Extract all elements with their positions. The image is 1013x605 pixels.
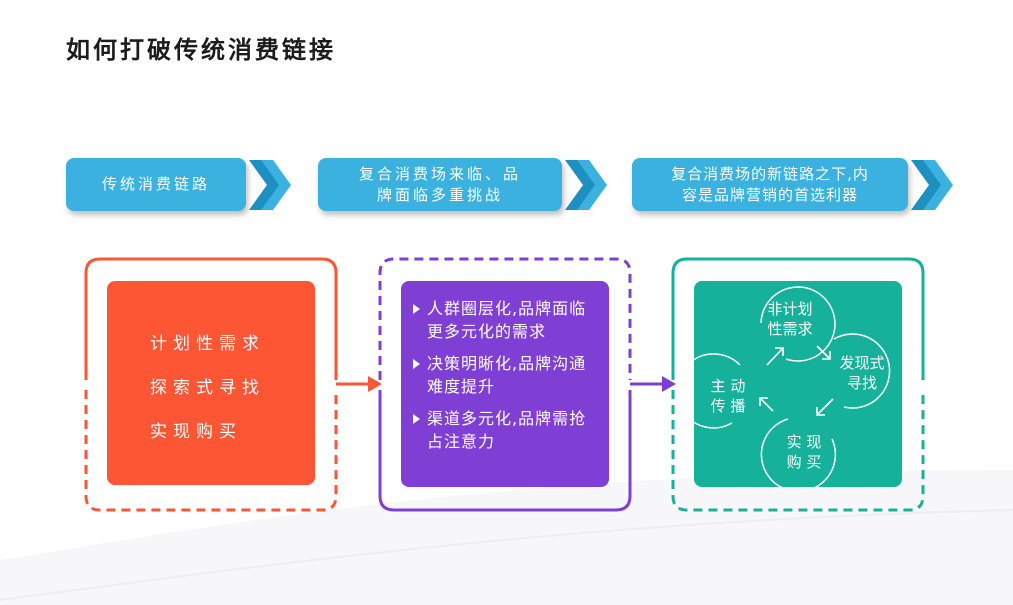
chain-step: 探索式寻找 <box>150 378 265 398</box>
chevron-right-icon <box>249 160 291 210</box>
challenge-item: 人群圈层化,品牌面临更多元化的需求 <box>413 297 599 343</box>
challenge-item: 渠道多元化,品牌需抢占注意力 <box>413 407 599 453</box>
chain-step: 实现购买 <box>150 422 242 442</box>
panel-new-loop: 非计划 性需求 发现式 寻找 实 现 购 买 主 动 传 播 <box>694 281 902 487</box>
challenge-text: 渠道多元化,品牌需抢占注意力 <box>427 409 587 451</box>
bullet-triangle-icon <box>413 414 420 424</box>
bullet-triangle-icon <box>413 359 420 369</box>
arrow-right-icon <box>630 376 676 392</box>
chevron-right-icon <box>911 160 953 210</box>
chevron-right-icon <box>565 160 607 210</box>
step-banner-new-link: 复合消费场的新链路之下,内 容是品牌营销的首选利器 <box>632 158 908 211</box>
challenge-item: 决策明晰化,品牌沟通难度提升 <box>413 352 599 398</box>
panel-traditional-chain: 计划性需求 探索式寻找 实现购买 <box>107 281 315 485</box>
step-label: 复合消费场来临、品 牌面临多重挑战 <box>358 164 521 204</box>
page-title: 如何打破传统消费链接 <box>66 36 336 64</box>
challenge-text: 决策明晰化,品牌沟通难度提升 <box>427 354 587 396</box>
loop-node-unplanned-demand: 非计划 性需求 <box>767 300 813 338</box>
challenge-text: 人群圈层化,品牌面临更多元化的需求 <box>427 299 587 341</box>
loop-node-active-spread: 主 动 传 播 <box>710 377 746 415</box>
step-banner-traditional: 传统消费链路 <box>66 158 246 211</box>
loop-node-discovery-search: 发现式 寻找 <box>839 354 885 392</box>
step-label: 传统消费链路 <box>101 175 210 193</box>
loop-node-purchase: 实 现 购 买 <box>786 433 822 471</box>
step-banner-challenges: 复合消费场来临、品 牌面临多重挑战 <box>318 158 562 211</box>
panel-challenges: 人群圈层化,品牌面临更多元化的需求 决策明晰化,品牌沟通难度提升 渠道多元化,品… <box>401 281 609 487</box>
bullet-triangle-icon <box>413 304 420 314</box>
step-label: 复合消费场的新链路之下,内 容是品牌营销的首选利器 <box>671 164 869 204</box>
loop-diagram <box>694 286 891 487</box>
arrow-right-icon <box>336 376 382 392</box>
chain-step: 计划性需求 <box>150 334 265 354</box>
